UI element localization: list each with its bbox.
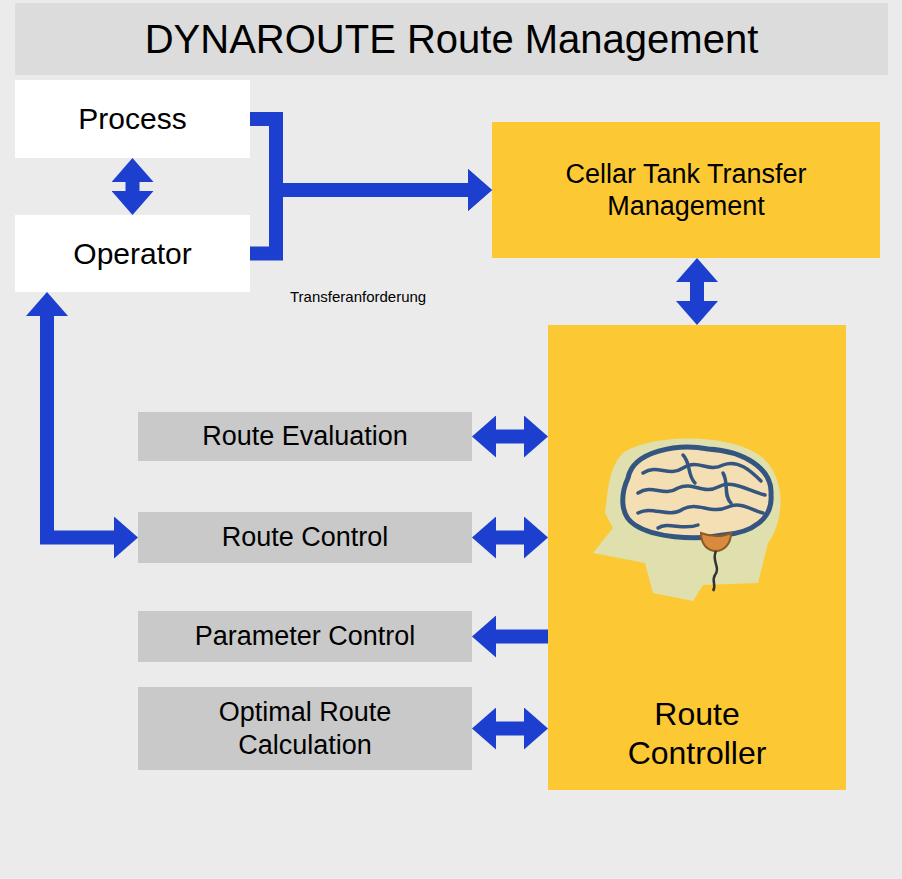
- node-text: Route Control: [222, 521, 389, 553]
- node-text: Route Controller: [597, 695, 797, 772]
- brain-stem: [701, 533, 731, 551]
- node-text: Route Evaluation: [202, 420, 408, 452]
- flow-arrow: [126, 182, 140, 191]
- flow-arrow: [250, 119, 468, 190]
- flow-arrow: [496, 630, 548, 644]
- flow-arrow: [496, 531, 524, 545]
- title-band: DYNAROUTE Route Management: [15, 3, 888, 75]
- flow-arrow: [496, 430, 524, 444]
- flow-arrow: [496, 722, 524, 736]
- flow-arrow: [250, 190, 468, 254]
- transfer-management-box: Cellar Tank Transfer Management: [492, 122, 880, 258]
- function-box: Parameter Control: [138, 611, 472, 662]
- node-text: Operator: [73, 236, 191, 272]
- function-box: Route Control: [138, 512, 472, 563]
- process-box: Process: [15, 80, 250, 158]
- brain-folds: [638, 455, 765, 528]
- brain-outline: [623, 447, 771, 538]
- operator-box: Operator: [15, 215, 250, 292]
- brain-illustration: [583, 433, 803, 603]
- spinal-wire: [713, 551, 717, 591]
- node-text: Optimal Route Calculation: [195, 696, 415, 761]
- diagram-title: DYNAROUTE Route Management: [145, 15, 759, 63]
- route-controller-box: Route Controller: [548, 325, 846, 790]
- function-box: Route Evaluation: [138, 412, 472, 461]
- node-text: Parameter Control: [195, 620, 416, 652]
- flow-arrow: [690, 282, 704, 301]
- flow-arrow: [47, 316, 114, 538]
- head-silhouette: [593, 439, 781, 601]
- function-box: Optimal Route Calculation: [138, 687, 472, 770]
- arrow-note: Transferanforderung: [290, 288, 426, 305]
- node-text: Cellar Tank Transfer Management: [506, 158, 866, 223]
- node-text: Process: [78, 101, 186, 137]
